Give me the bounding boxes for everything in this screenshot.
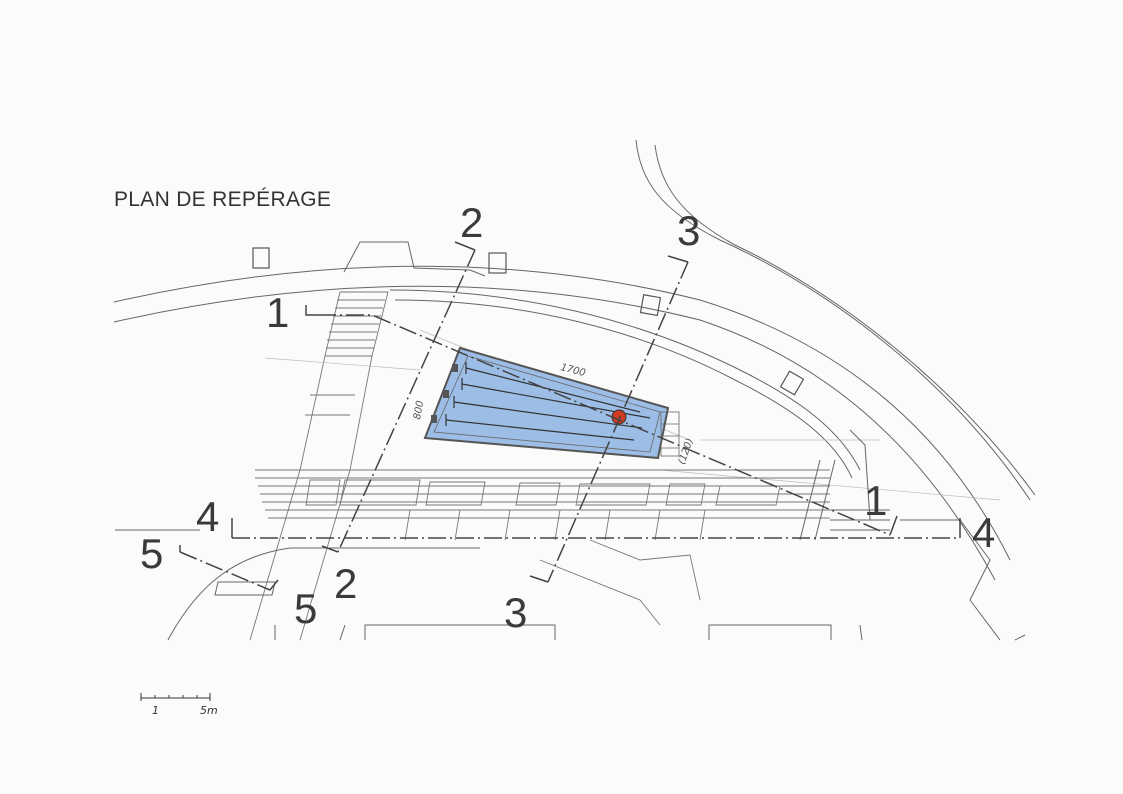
terrace-bands [255, 469, 830, 626]
section-marker-5-left: 5 [140, 530, 164, 577]
section-marker-2-bottom: 2 [334, 560, 358, 607]
posts [252, 247, 805, 396]
section-line-1 [318, 314, 891, 536]
section-lines [179, 249, 960, 591]
width-annotation: 800 [412, 400, 426, 421]
section-marker-2-top: 2 [460, 199, 484, 246]
wall-outline [343, 241, 486, 277]
left-stairs [249, 291, 389, 641]
section-ticks [179, 241, 961, 591]
section-marker-5-right: 5 [294, 585, 318, 632]
outer-curve [635, 139, 1036, 501]
basin-fill [423, 346, 670, 460]
water-basin: 1700 800 (120) [412, 346, 696, 466]
section-marker-3-bottom: 3 [504, 589, 528, 636]
section-marker-1-left: 1 [266, 289, 290, 336]
scale-bar [140, 693, 211, 701]
scale-start-label: 1 [152, 704, 159, 717]
right-wall [799, 429, 1001, 641]
bottom-outlines [115, 529, 1026, 641]
section-line-3 [547, 261, 689, 583]
scale-end-label: 5m [200, 704, 218, 717]
plan-title: PLAN DE REPÉRAGE [114, 188, 332, 211]
section-marker-1-right: 1 [864, 477, 888, 524]
fountain-marker [611, 409, 627, 425]
curved-road [113, 265, 1011, 581]
length-annotation: 1700 [559, 362, 586, 379]
section-line-5 [179, 551, 271, 591]
section-marker-4-right: 4 [972, 509, 996, 556]
section-marker-4-left: 4 [196, 493, 220, 540]
section-marker-3-top: 3 [677, 207, 701, 254]
